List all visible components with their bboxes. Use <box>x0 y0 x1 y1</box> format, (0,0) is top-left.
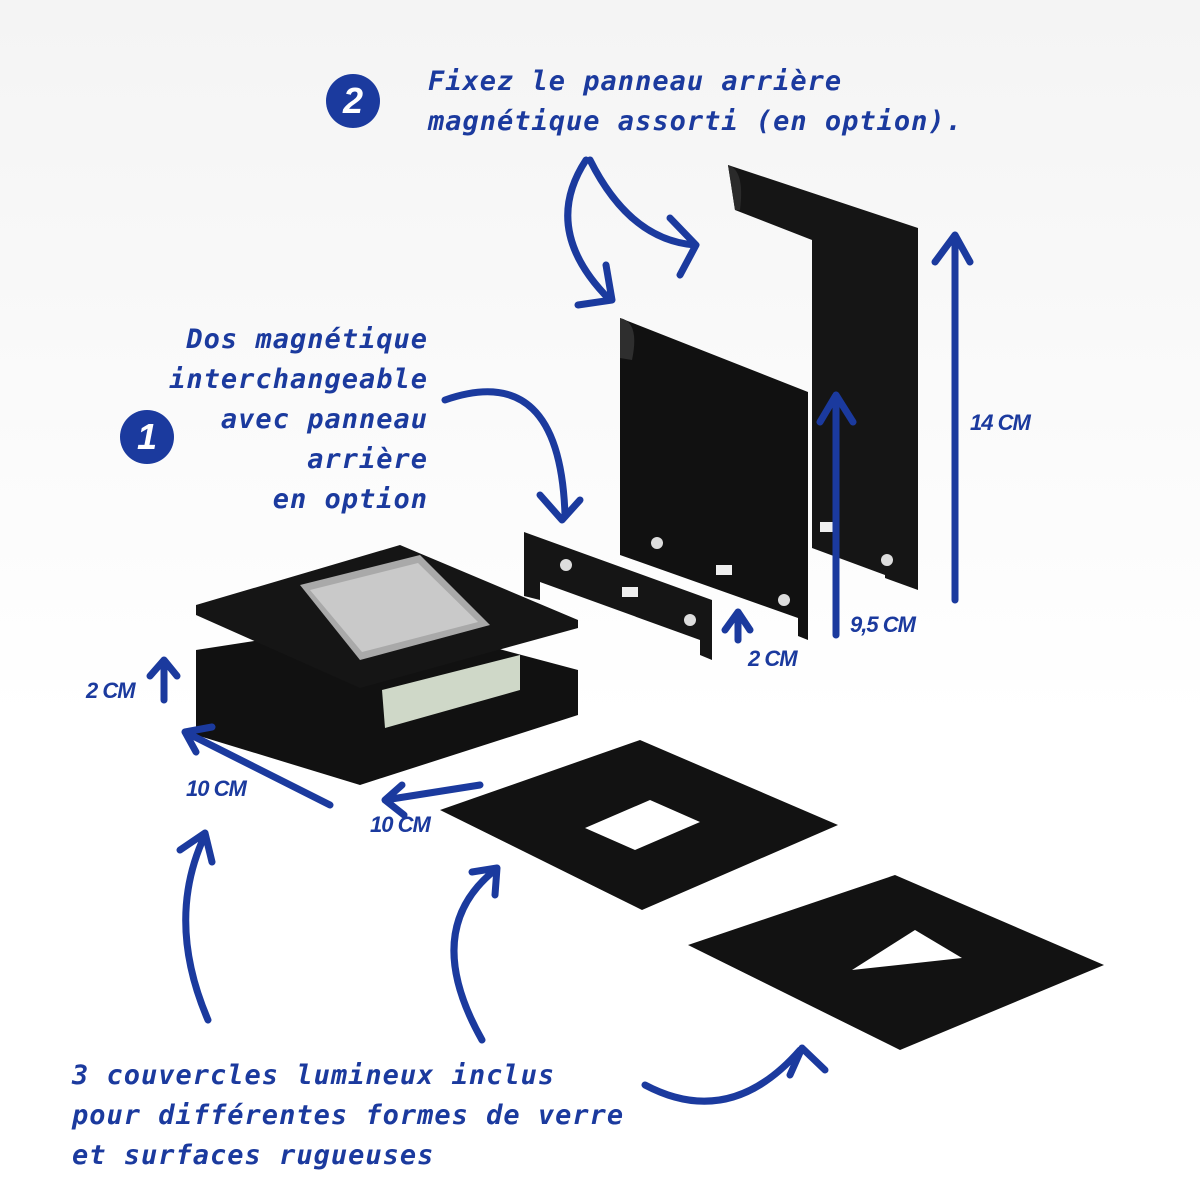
arrow-icon <box>641 1044 829 1105</box>
arrow-icon <box>146 656 181 704</box>
dim-box-height: 2 CM <box>86 678 136 703</box>
step-1-badge: 1 <box>120 410 174 464</box>
arrow-icon <box>816 391 857 639</box>
step-2-badge: 2 <box>326 74 380 128</box>
step-2-text: Fixez le panneau arrière magnétique asso… <box>428 62 963 142</box>
step-2-line: magnétique assorti (en option). <box>428 106 963 137</box>
arrow-icon <box>450 864 501 1044</box>
covers-line: et surfaces rugueuses <box>72 1140 435 1171</box>
arrow-icon <box>441 388 584 524</box>
dim-short-back: 2 CM <box>748 646 798 671</box>
main-light-box <box>196 545 578 785</box>
dim-box-depth: 10 CM <box>186 776 247 801</box>
covers-line: 3 couvercles lumineux inclus <box>72 1060 556 1091</box>
arrow-icon <box>931 231 974 604</box>
step-2-line: Fixez le panneau arrière <box>428 66 843 97</box>
arrow-icon <box>381 781 484 819</box>
step-1-line: Dos magnétique <box>186 324 428 355</box>
arrow-icon <box>176 829 216 1024</box>
dim-tall-panel: 14 CM <box>970 410 1031 435</box>
dim-box-width: 10 CM <box>370 812 431 837</box>
step-1-line: avec panneau <box>220 404 428 435</box>
arrow-icon <box>721 608 754 644</box>
covers-line: pour différentes formes de verre <box>72 1100 625 1131</box>
arrow-icon <box>564 156 616 309</box>
short-back-strip <box>524 532 712 660</box>
annotation-arrows <box>146 156 974 1105</box>
tall-back-panel <box>728 165 918 590</box>
step-1-text: Dos magnétique interchangeable avec pann… <box>160 320 428 520</box>
arrow-icon <box>181 723 334 809</box>
step-1-line: en option <box>272 484 428 515</box>
covers-text: 3 couvercles lumineux inclus pour différ… <box>72 1056 624 1176</box>
dim-medium-panel: 9,5 CM <box>850 612 916 637</box>
step-1-line: interchangeable <box>169 364 428 395</box>
step-1-line: arrière <box>307 444 428 475</box>
square-cover <box>440 740 838 910</box>
medium-back-panel <box>620 318 808 640</box>
arrow-icon <box>586 156 700 279</box>
triangle-cover <box>688 875 1104 1050</box>
